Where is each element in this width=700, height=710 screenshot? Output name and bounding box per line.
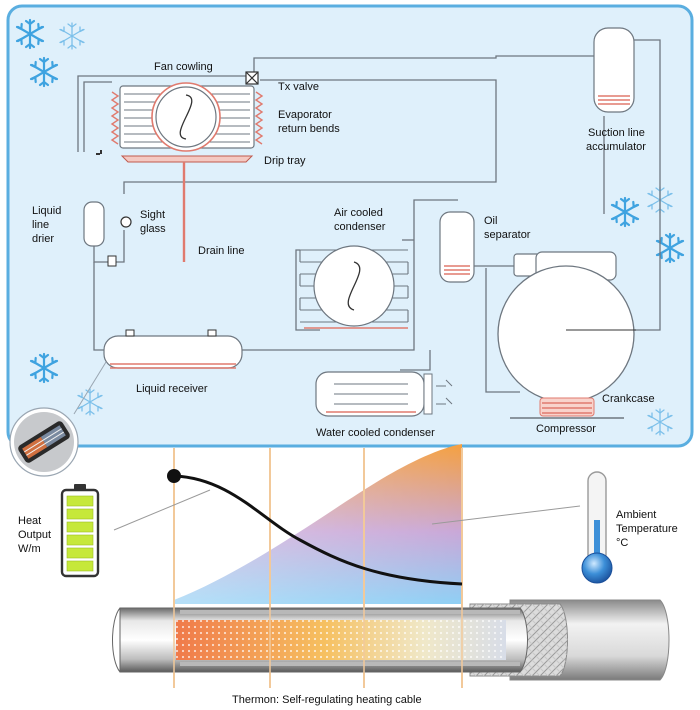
label-accumulator: accumulator	[586, 141, 646, 153]
label-return-bends: return bends	[278, 123, 340, 135]
air-cooled-condenser	[299, 245, 409, 329]
label-evaporator: Evaporator	[278, 109, 332, 121]
label-liquid-receiver: Liquid receiver	[136, 383, 208, 395]
liquid-line-drier	[83, 201, 105, 247]
label-oil: Oil	[484, 215, 497, 227]
tx-valve-icon	[245, 71, 259, 85]
label-heat: Heat	[18, 515, 41, 527]
cable-caption: Thermon: Self-regulating heating cable	[232, 694, 422, 706]
evaporator	[96, 82, 264, 155]
label-compressor: Compressor	[536, 423, 596, 435]
oil-separator	[439, 211, 475, 283]
label-output: Output	[18, 529, 51, 541]
suction-line-accumulator	[593, 27, 635, 113]
ambient-temperature-area	[174, 444, 462, 604]
label-suction-line: Suction line	[588, 127, 645, 139]
liquid-receiver	[103, 329, 243, 369]
heat-output-curve	[167, 469, 463, 586]
label-temperature: Temperature	[616, 523, 678, 535]
label-tx-valve: Tx valve	[278, 81, 319, 93]
label-sight: Sight	[140, 209, 165, 221]
guide-lines-overlay	[173, 604, 463, 688]
drip-tray	[120, 155, 254, 262]
label-degc: °C	[616, 537, 628, 549]
battery-icon	[60, 484, 100, 578]
fan-icon	[151, 82, 221, 152]
valve-icon	[107, 255, 117, 267]
water-cooled-condenser	[315, 371, 453, 417]
label-condenser: condenser	[334, 221, 386, 233]
label-wm: W/m	[18, 543, 41, 555]
label-water-cooled-condenser: Water cooled condenser	[316, 427, 435, 439]
label-ambient: Ambient	[616, 509, 656, 521]
heat-output-pointer	[113, 489, 211, 531]
label-drain-line: Drain line	[198, 245, 244, 257]
label-line: line	[32, 219, 49, 231]
sight-glass	[120, 216, 132, 228]
label-glass: glass	[140, 223, 166, 235]
label-liquid: Liquid	[32, 205, 61, 217]
ambient-pointer	[431, 505, 581, 525]
label-drip-tray: Drip tray	[264, 155, 306, 167]
compressor	[497, 251, 636, 419]
thermometer-icon	[581, 471, 613, 584]
cable-closeup-inset	[9, 361, 107, 477]
label-separator: separator	[484, 229, 531, 241]
label-air-cooled: Air cooled	[334, 207, 383, 219]
label-drier: drier	[32, 233, 54, 245]
label-fan-cowling: Fan cowling	[154, 61, 213, 73]
heating-cable	[57, 599, 670, 681]
label-crankcase: Crankcase	[602, 393, 655, 405]
